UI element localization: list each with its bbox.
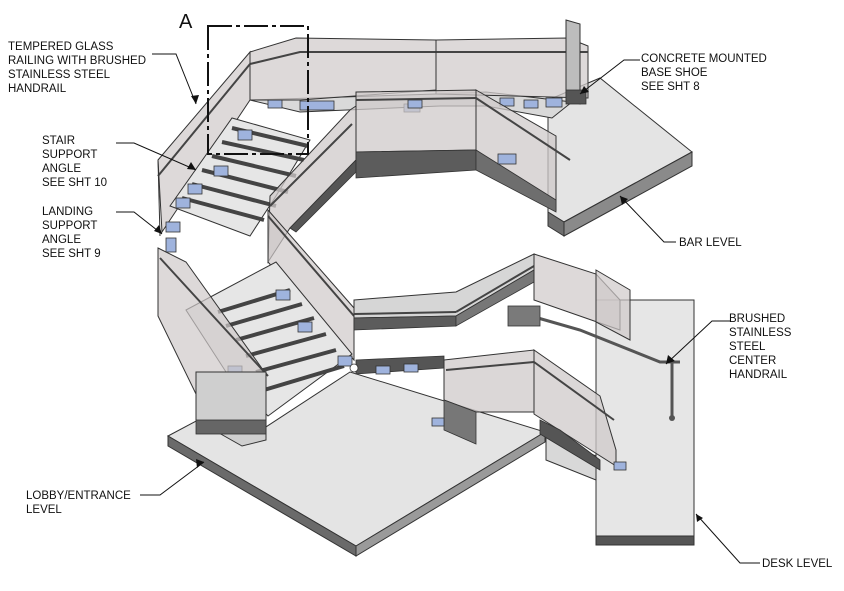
label-base-shoe: CONCRETE MOUNTED BASE SHOE SEE SHT 8 xyxy=(641,53,767,93)
label-railing-line-4: HANDRAIL xyxy=(8,83,67,95)
lower-right-railing xyxy=(431,269,631,471)
label-handrail-line-4: CENTER xyxy=(729,355,776,367)
label-stair-line-2: SUPPORT xyxy=(42,149,97,161)
label-handrail-line-2: STAINLESS xyxy=(729,327,792,339)
label-lobby-level: LOBBY/ENTRANCE LEVEL xyxy=(26,490,131,516)
detail-marker-a: A xyxy=(179,11,309,155)
leader-arrowheads xyxy=(154,86,703,522)
inner-diagonal-railing xyxy=(267,105,357,362)
label-landing-line-2: SUPPORT xyxy=(42,220,97,232)
label-handrail-line-3: STEEL xyxy=(729,341,766,353)
left-outer-railing xyxy=(157,50,251,237)
label-railing: TEMPERED GLASS RAILING WITH BRUSHED STAI… xyxy=(8,41,146,95)
label-stair-line-3: ANGLE xyxy=(42,163,81,175)
lower-stair-flight xyxy=(185,261,353,417)
inner-upper-railing xyxy=(355,89,571,213)
label-stair-line-1: STAIR xyxy=(42,135,75,147)
middle-landing xyxy=(353,253,621,331)
label-bar-level-text: BAR LEVEL xyxy=(679,237,742,249)
label-center-handrail: BRUSHED STAINLESS STEEL CENTER HANDRAIL xyxy=(729,313,792,381)
label-landing-line-4: SEE SHT 9 xyxy=(42,248,101,260)
label-bar-level: BAR LEVEL xyxy=(679,237,742,249)
upper-glass-railing xyxy=(249,19,589,105)
label-base-shoe-line-2: BASE SHOE xyxy=(641,67,708,79)
label-lobby-line-1: LOBBY/ENTRANCE xyxy=(26,490,131,502)
label-landing-line-1: LANDING xyxy=(42,206,93,218)
label-handrail-line-1: BRUSHED xyxy=(729,313,785,325)
lower-left-railing xyxy=(157,237,269,447)
bar-level-slab xyxy=(547,77,693,237)
leader-lines xyxy=(116,53,760,564)
label-railing-line-3: STAINLESS STEEL xyxy=(8,69,111,81)
label-desk-level-text: DESK LEVEL xyxy=(762,558,833,570)
label-lobby-line-2: LEVEL xyxy=(26,504,62,516)
label-stair-line-4: SEE SHT 10 xyxy=(42,177,107,189)
upper-stair-flight xyxy=(165,117,311,237)
label-landing-support-angle: LANDING SUPPORT ANGLE SEE SHT 9 xyxy=(42,206,101,260)
detail-marker-letter: A xyxy=(179,11,193,33)
label-desk-level: DESK LEVEL xyxy=(762,558,833,570)
lower-landing-strip xyxy=(349,355,445,375)
label-base-shoe-line-3: SEE SHT 8 xyxy=(641,81,700,93)
label-landing-line-3: ANGLE xyxy=(42,234,81,246)
label-handrail-line-5: HANDRAIL xyxy=(729,369,788,381)
label-railing-line-1: TEMPERED GLASS xyxy=(8,41,114,53)
label-railing-line-2: RAILING WITH BRUSHED xyxy=(8,55,146,67)
label-base-shoe-line-1: CONCRETE MOUNTED xyxy=(641,53,767,65)
label-stair-support-angle: STAIR SUPPORT ANGLE SEE SHT 10 xyxy=(42,135,107,189)
